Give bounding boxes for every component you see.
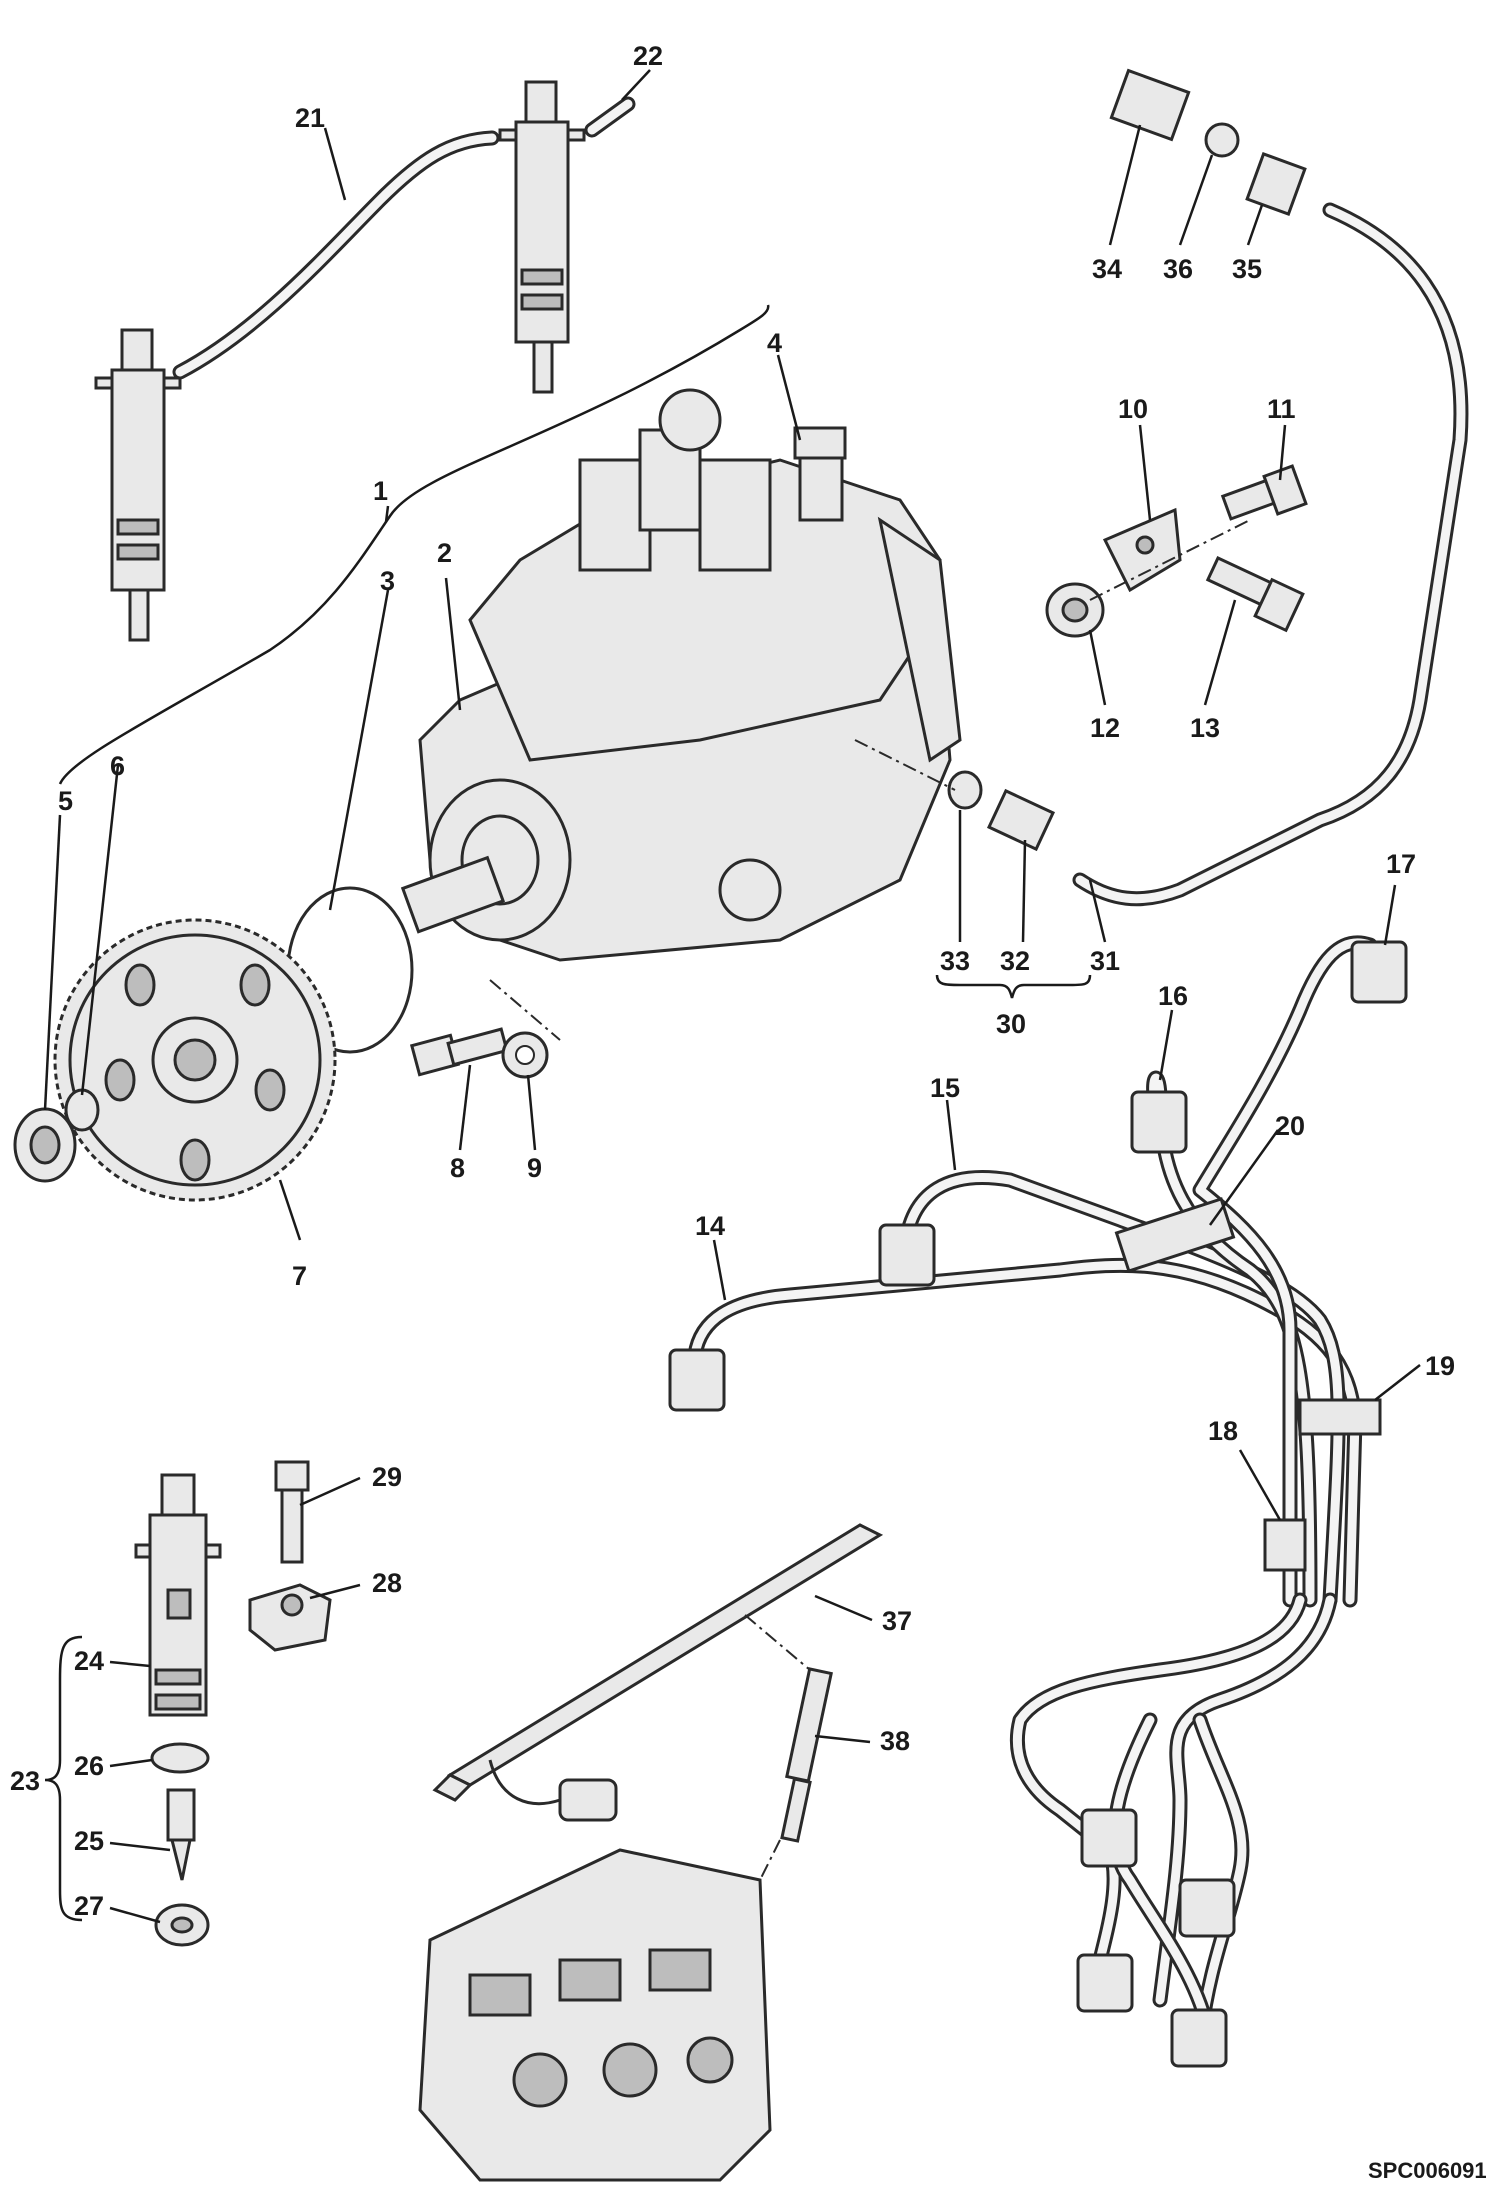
cylinder-head bbox=[418, 1848, 772, 2182]
return-pipe-31 bbox=[1072, 202, 1469, 907]
callout-36: 36 bbox=[1163, 254, 1193, 284]
bolt-8 bbox=[409, 1027, 509, 1077]
high-pressure-pipes bbox=[687, 935, 1378, 2048]
brace-23 bbox=[44, 1635, 83, 1922]
callout-4: 4 bbox=[767, 328, 782, 358]
bolt-29 bbox=[274, 1460, 310, 1564]
nut-5 bbox=[13, 1107, 77, 1183]
callout-11: 11 bbox=[1267, 394, 1296, 424]
callout-24: 24 bbox=[74, 1646, 104, 1676]
leader-lines bbox=[43, 69, 1421, 1924]
callout-22: 22 bbox=[633, 41, 663, 71]
callout-34: 34 bbox=[1092, 254, 1122, 284]
washer-6 bbox=[64, 1088, 100, 1132]
seal-33 bbox=[947, 770, 983, 810]
callout-6: 6 bbox=[110, 751, 125, 781]
bracket-10 bbox=[1102, 507, 1182, 593]
callout-12: 12 bbox=[1090, 713, 1120, 743]
nozzle-25 bbox=[166, 1788, 196, 1881]
callout-14: 14 bbox=[695, 1211, 725, 1241]
fitting-34 bbox=[1109, 68, 1191, 142]
pipe-clamp-20 bbox=[1114, 1197, 1236, 1273]
callout-3: 3 bbox=[380, 566, 395, 596]
injector-right bbox=[498, 80, 586, 394]
glow-connector bbox=[488, 1759, 618, 1822]
callout-19: 19 bbox=[1425, 1351, 1455, 1381]
washer-26 bbox=[150, 1742, 210, 1774]
callout-29: 29 bbox=[372, 1462, 402, 1492]
callout-37: 37 bbox=[882, 1606, 912, 1636]
brace-1 bbox=[58, 304, 770, 785]
callout-31: 31 bbox=[1090, 946, 1120, 976]
callout-5: 5 bbox=[58, 786, 73, 816]
figure-code: SPC006091 bbox=[1368, 2158, 1487, 2183]
injector-left bbox=[94, 328, 182, 642]
callout-7: 7 bbox=[292, 1261, 307, 1291]
callout-25: 25 bbox=[74, 1826, 104, 1856]
pipe-clamp-19 bbox=[1298, 1398, 1382, 1436]
callout-15: 15 bbox=[930, 1073, 960, 1103]
callout-32: 32 bbox=[1000, 946, 1030, 976]
busbar-37 bbox=[432, 1523, 884, 1802]
callout-23: 23 bbox=[10, 1766, 40, 1796]
callout-labels: 1 2 3 4 5 6 7 8 9 10 11 12 13 14 15 16 1… bbox=[10, 41, 1455, 1921]
callout-26: 26 bbox=[74, 1751, 104, 1781]
bolt-11 bbox=[1220, 464, 1308, 521]
callout-13: 13 bbox=[1190, 713, 1220, 743]
callout-18: 18 bbox=[1208, 1416, 1238, 1446]
glow-plug-38 bbox=[780, 1667, 833, 1843]
seal-36 bbox=[1204, 122, 1240, 158]
callout-28: 28 bbox=[372, 1568, 402, 1598]
callout-27: 27 bbox=[74, 1891, 104, 1921]
bolt-13 bbox=[1205, 556, 1305, 633]
clamp-28 bbox=[248, 1583, 332, 1652]
callout-21: 21 bbox=[295, 103, 325, 133]
callout-2: 2 bbox=[437, 538, 452, 568]
fitting-32 bbox=[986, 788, 1056, 852]
nut-35 bbox=[1245, 152, 1307, 216]
pipe-nuts bbox=[668, 940, 1408, 2068]
nut-12 bbox=[1045, 582, 1105, 638]
pipe-clamp-18 bbox=[1263, 1518, 1307, 1572]
callout-1: 1 bbox=[373, 476, 388, 506]
callout-16: 16 bbox=[1158, 981, 1188, 1011]
callout-38: 38 bbox=[880, 1726, 910, 1756]
injector-24 bbox=[134, 1473, 222, 1717]
callout-17: 17 bbox=[1386, 849, 1416, 879]
washer-9 bbox=[501, 1031, 549, 1079]
callout-33: 33 bbox=[940, 946, 970, 976]
callout-35: 35 bbox=[1232, 254, 1262, 284]
hose-22 bbox=[584, 96, 636, 138]
callout-20: 20 bbox=[1275, 1111, 1305, 1141]
callout-9: 9 bbox=[527, 1153, 542, 1183]
washer-27 bbox=[154, 1903, 210, 1947]
injection-pump bbox=[400, 388, 962, 962]
callout-30: 30 bbox=[996, 1009, 1026, 1039]
callout-10: 10 bbox=[1118, 394, 1148, 424]
brace-30 bbox=[935, 974, 1092, 999]
pump-gear-7 bbox=[53, 918, 337, 1202]
leak-off-pipe-21 bbox=[172, 130, 500, 380]
callout-8: 8 bbox=[450, 1153, 465, 1183]
